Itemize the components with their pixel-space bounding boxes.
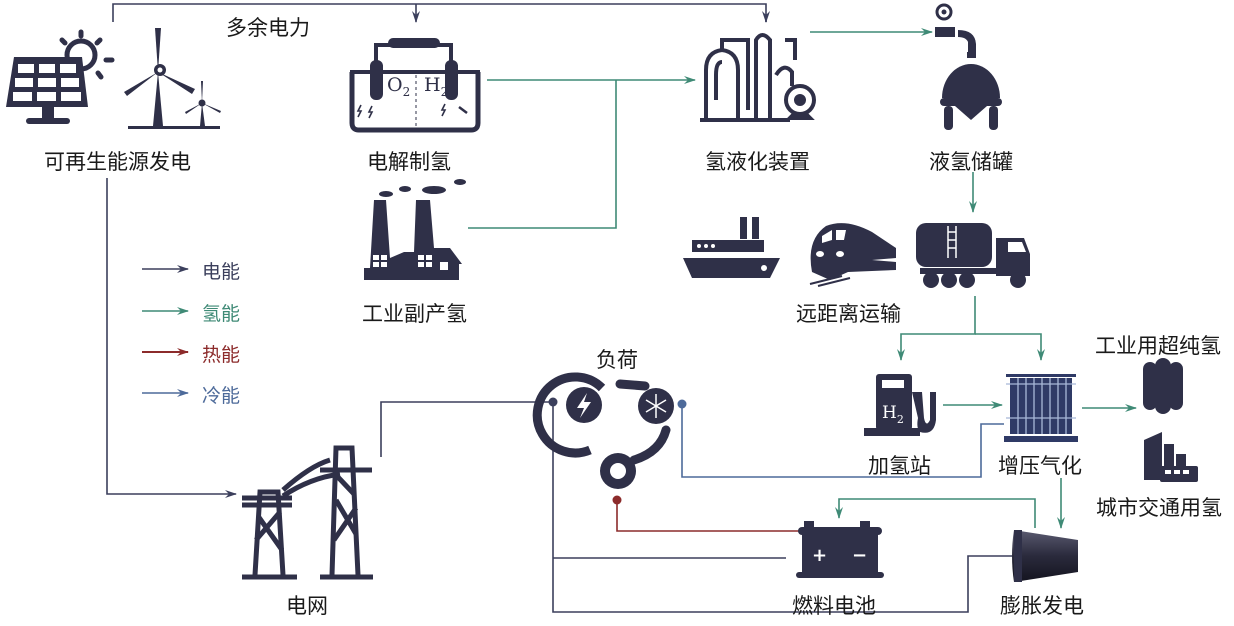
renewable-to-grid-line bbox=[106, 178, 237, 498]
long-transport-label: 远距离运输 bbox=[796, 302, 901, 326]
expansion-to-fuelcell-arrow bbox=[835, 498, 1036, 528]
electrolysis-label: 电解制氢 bbox=[367, 150, 451, 174]
gasify-to-load-cold-line bbox=[681, 404, 1004, 478]
legend-cold-label: 冷能 bbox=[202, 385, 241, 407]
o2-label: O2 bbox=[387, 74, 410, 99]
urban-transport-label: 城市交通用氢 bbox=[1096, 496, 1222, 520]
gas-cylinders-icon bbox=[1143, 358, 1183, 414]
h2-station-label: H2 bbox=[882, 403, 904, 426]
grid-to-load-line bbox=[380, 401, 553, 457]
train-icon bbox=[809, 223, 896, 287]
industrial-byproduct-label: 工业副产氢 bbox=[362, 302, 467, 326]
surplus-power-line bbox=[112, 3, 767, 22]
electrolysis-cell-icon bbox=[349, 38, 481, 133]
refueling-station-label: 加氢站 bbox=[868, 454, 931, 478]
load-electric-node bbox=[548, 397, 558, 407]
gasifier-icon bbox=[1004, 374, 1078, 442]
transmission-tower-icon bbox=[242, 445, 373, 580]
load-cold-node bbox=[677, 399, 687, 409]
solar-panel-icon bbox=[6, 29, 115, 124]
fuel-cell-battery-icon bbox=[796, 521, 884, 578]
battery-plus: + bbox=[812, 545, 827, 566]
h2-label: H2 bbox=[424, 74, 448, 99]
renewable-label: 可再生能源发电 bbox=[44, 150, 191, 174]
snowflake-icon bbox=[645, 394, 667, 418]
load-icon bbox=[532, 372, 674, 489]
industrial-use-label: 工业用超纯氢 bbox=[1095, 334, 1221, 358]
transport-to-gasify-arrow bbox=[975, 333, 1045, 361]
hydrogen-station-icon bbox=[864, 374, 936, 436]
lightning-icon bbox=[577, 393, 591, 418]
sun-heat-icon bbox=[610, 463, 626, 479]
fuelcell-to-load-heat-line bbox=[616, 503, 800, 532]
liquefaction-label: 氢液化装置 bbox=[705, 150, 810, 174]
legend-arrows bbox=[142, 265, 189, 397]
liquid-storage-label: 液氢储罐 bbox=[929, 150, 1013, 174]
legend-electric-label: 电能 bbox=[202, 261, 241, 283]
transport-branch-line bbox=[897, 296, 976, 361]
ship-icon bbox=[683, 217, 780, 278]
liquefaction-plant-icon bbox=[700, 33, 816, 122]
grid-label: 电网 bbox=[286, 594, 328, 618]
load-heat-node bbox=[612, 495, 622, 505]
expansion-turbine-icon bbox=[1012, 530, 1078, 582]
expansion-power-label: 膨胀发电 bbox=[1000, 594, 1084, 618]
legend-heat-label: 热能 bbox=[202, 344, 241, 366]
city-bus-icon bbox=[1144, 432, 1198, 482]
legend-hydrogen-label: 氢能 bbox=[202, 303, 241, 325]
byproduct-to-liquefaction-line bbox=[468, 80, 617, 229]
tanker-truck-icon bbox=[916, 223, 1030, 288]
surplus-power-label: 多余电力 bbox=[226, 16, 310, 40]
factory-icon bbox=[364, 179, 466, 280]
pressurize-gasify-label: 增压气化 bbox=[998, 454, 1082, 478]
liquid-hydrogen-tank-icon bbox=[935, 3, 1002, 130]
fuel-cell-label: 燃料电池 bbox=[792, 594, 876, 618]
load-label: 负荷 bbox=[596, 348, 638, 372]
wind-turbine-icon bbox=[124, 28, 221, 129]
battery-minus: − bbox=[852, 545, 867, 566]
load-electric-bus bbox=[552, 402, 1012, 613]
